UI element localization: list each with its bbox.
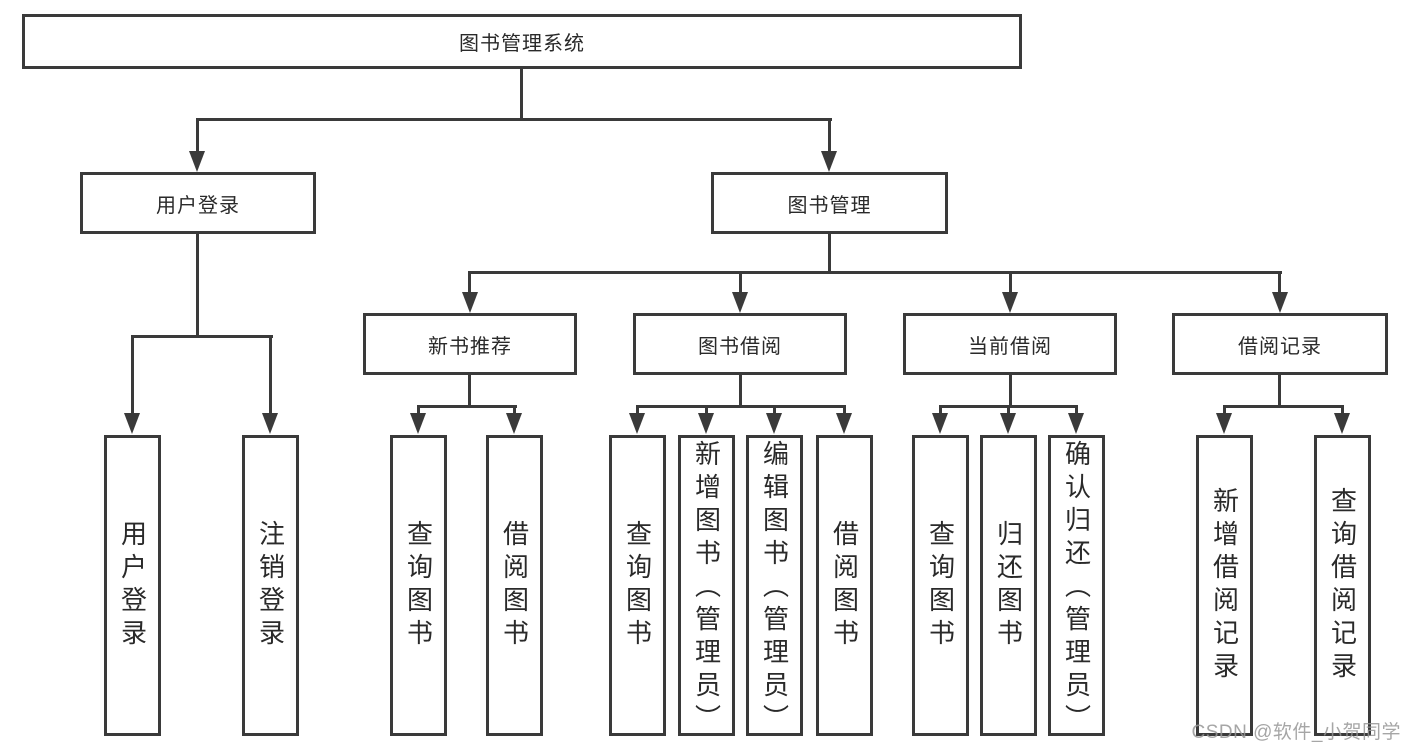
node-label: 图书管理 xyxy=(787,194,872,217)
arrow-down-icon xyxy=(698,413,714,434)
csdn-watermark: CSDN @软件_小贺同学 xyxy=(1191,722,1401,743)
connector-line xyxy=(828,121,831,153)
connector-line xyxy=(1075,408,1078,414)
connector-line xyxy=(828,234,831,274)
leaf-label: 借阅图书 xyxy=(829,519,860,652)
connector-line xyxy=(468,375,471,407)
leaf-label: 归还图书 xyxy=(993,519,1024,652)
leaf-logout: 注销登录 xyxy=(242,435,299,736)
arrow-down-icon xyxy=(262,413,278,434)
node-borrowing-records: 借阅记录 xyxy=(1172,313,1388,375)
arrow-down-icon xyxy=(1334,413,1350,434)
leaf-label: 查询借阅记录 xyxy=(1327,486,1358,685)
arrow-down-icon xyxy=(629,413,645,434)
leaf-add-borrow-record: 新增借阅记录 xyxy=(1196,435,1253,736)
leaf-label: 注销登录 xyxy=(255,519,286,652)
connector-line xyxy=(636,408,639,414)
leaf-query-books-current: 查询图书 xyxy=(912,435,969,736)
connector-line xyxy=(269,338,272,413)
connector-line xyxy=(939,405,1078,408)
connector-line xyxy=(131,338,134,413)
connector-line xyxy=(417,408,420,414)
arrow-down-icon xyxy=(836,413,852,434)
connector-line xyxy=(468,271,1282,274)
connector-line xyxy=(196,118,832,121)
node-current-borrowing: 当前借阅 xyxy=(903,313,1117,375)
leaf-edit-books-admin: 编辑图书（管理员） xyxy=(746,435,803,737)
connector-line xyxy=(520,69,523,120)
leaf-label: 新增借阅记录 xyxy=(1209,486,1240,685)
connector-line xyxy=(1278,274,1281,293)
node-user-login: 用户登录 xyxy=(80,172,316,234)
leaf-label: 查询图书 xyxy=(403,519,434,652)
arrow-down-icon xyxy=(766,413,782,434)
connector-line xyxy=(1009,375,1012,407)
leaf-query-books-borrow: 查询图书 xyxy=(609,435,666,736)
connector-line xyxy=(843,408,846,414)
arrow-down-icon xyxy=(506,413,522,434)
connector-line xyxy=(739,274,742,293)
connector-line xyxy=(1278,375,1281,407)
arrow-down-icon xyxy=(1216,413,1232,434)
leaf-add-books-admin: 新增图书（管理员） xyxy=(678,435,735,737)
arrow-down-icon xyxy=(410,413,426,434)
node-book-borrowing: 图书借阅 xyxy=(633,313,847,375)
arrow-down-icon xyxy=(1000,413,1016,434)
connector-line xyxy=(705,408,708,414)
connector-line xyxy=(1341,408,1344,414)
leaf-label: 查询图书 xyxy=(622,519,653,652)
node-label: 用户登录 xyxy=(156,194,240,217)
connector-line xyxy=(513,408,516,414)
leaf-label: 查询图书 xyxy=(925,519,956,652)
arrow-down-icon xyxy=(1272,292,1288,313)
leaf-confirm-return-admin: 确认归还（管理员） xyxy=(1048,435,1105,737)
arrow-down-icon xyxy=(189,151,205,172)
node-library-management-system: 图书管理系统 xyxy=(22,14,1022,69)
connector-line xyxy=(1009,274,1012,293)
leaf-label: 新增图书（管理员） xyxy=(691,439,722,737)
leaf-label: 确认归还（管理员） xyxy=(1061,439,1092,737)
arrow-down-icon xyxy=(932,413,948,434)
node-label: 当前借阅 xyxy=(968,335,1052,358)
arrow-down-icon xyxy=(1068,413,1084,434)
connector-line xyxy=(131,335,273,338)
leaf-user-login: 用户登录 xyxy=(104,435,161,736)
arrow-down-icon xyxy=(462,292,478,313)
node-label: 新书推荐 xyxy=(428,335,512,358)
arrow-down-icon xyxy=(1002,292,1018,313)
arrow-down-icon xyxy=(732,292,748,313)
connector-line xyxy=(636,405,846,408)
connector-line xyxy=(468,274,471,293)
node-book-management: 图书管理 xyxy=(711,172,948,234)
leaf-label: 用户登录 xyxy=(117,519,148,652)
connector-line xyxy=(196,121,199,153)
connector-line xyxy=(196,234,199,337)
connector-line xyxy=(417,405,517,408)
leaf-return-books: 归还图书 xyxy=(980,435,1037,736)
arrow-down-icon xyxy=(124,413,140,434)
arrow-down-icon xyxy=(821,151,837,172)
leaf-borrow-books-recommend: 借阅图书 xyxy=(486,435,543,736)
leaf-query-books-recommend: 查询图书 xyxy=(390,435,447,736)
connector-line xyxy=(1223,405,1344,408)
connector-line xyxy=(1007,408,1010,414)
leaf-label: 借阅图书 xyxy=(499,519,530,652)
connector-line xyxy=(739,375,742,407)
node-label: 图书借阅 xyxy=(698,335,782,358)
connector-line xyxy=(1223,408,1226,414)
node-new-book-recommendation: 新书推荐 xyxy=(363,313,577,375)
node-label: 借阅记录 xyxy=(1238,335,1322,358)
leaf-query-borrow-record: 查询借阅记录 xyxy=(1314,435,1371,736)
leaf-borrow-books: 借阅图书 xyxy=(816,435,873,736)
connector-line xyxy=(773,408,776,414)
leaf-label: 编辑图书（管理员） xyxy=(759,439,790,737)
node-label: 图书管理系统 xyxy=(459,33,585,55)
connector-line xyxy=(939,408,942,414)
